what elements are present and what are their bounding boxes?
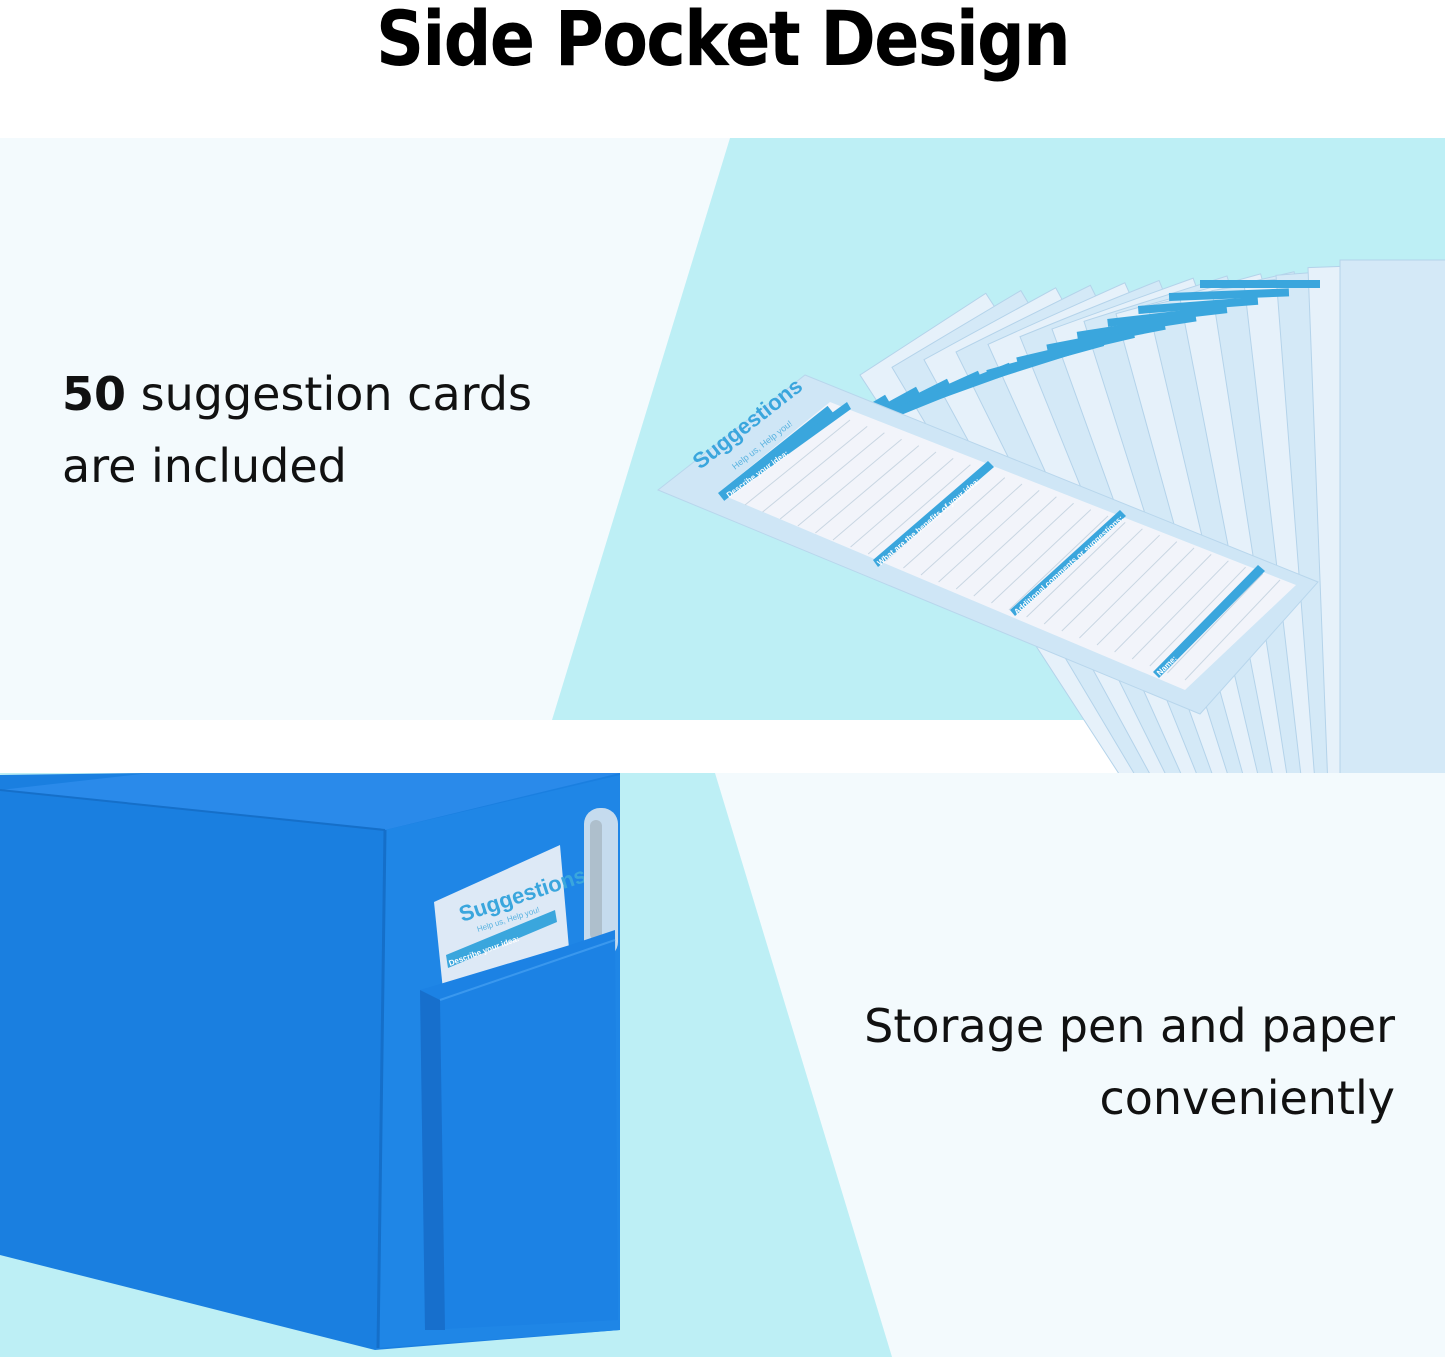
- cards-caption: 50 suggestion cards are included: [62, 358, 532, 502]
- front-suggestion-card: Suggestions Help us, Help you! Describe …: [657, 373, 1319, 715]
- ruled-line: [797, 438, 902, 527]
- ruled-line: [1114, 554, 1212, 653]
- ruled-line: [815, 445, 920, 534]
- side-pocket: [420, 930, 618, 1330]
- ruled-line: [938, 490, 1040, 583]
- cards-count: 50: [62, 367, 127, 421]
- ruled-line: [1131, 560, 1229, 660]
- ruled-line: [1008, 515, 1109, 611]
- storage-caption-line1: Storage pen and paper: [864, 999, 1395, 1053]
- ruled-line: [1061, 534, 1160, 632]
- ruled-line: [850, 458, 954, 548]
- page-title: Side Pocket Design: [376, 0, 1071, 83]
- ruled-line: [867, 464, 971, 555]
- ruled-line: [1096, 547, 1195, 646]
- ruled-line: [1184, 579, 1281, 681]
- ruled-line: [762, 426, 868, 513]
- ruled-line: [920, 483, 1023, 576]
- ruled-line: [1079, 541, 1178, 639]
- storage-caption-line2: conveniently: [1099, 1071, 1395, 1125]
- cards-caption-line2: are included: [62, 439, 347, 493]
- ruled-line: [1026, 522, 1126, 618]
- ruled-line: [991, 509, 1092, 604]
- ruled-line: [1043, 528, 1143, 625]
- ruled-line: [744, 419, 851, 506]
- ruled-line: [832, 451, 937, 541]
- storage-caption: Storage pen and paper conveniently: [864, 990, 1395, 1134]
- ruled-line: [903, 477, 1006, 569]
- ruled-line: [1149, 566, 1246, 667]
- ruled-line: [779, 432, 885, 520]
- ruled-line: [955, 496, 1057, 590]
- ruled-line: [1167, 573, 1264, 674]
- cards-caption-line1: suggestion cards: [126, 367, 532, 421]
- ruled-line: [973, 502, 1074, 597]
- pen: [584, 808, 618, 958]
